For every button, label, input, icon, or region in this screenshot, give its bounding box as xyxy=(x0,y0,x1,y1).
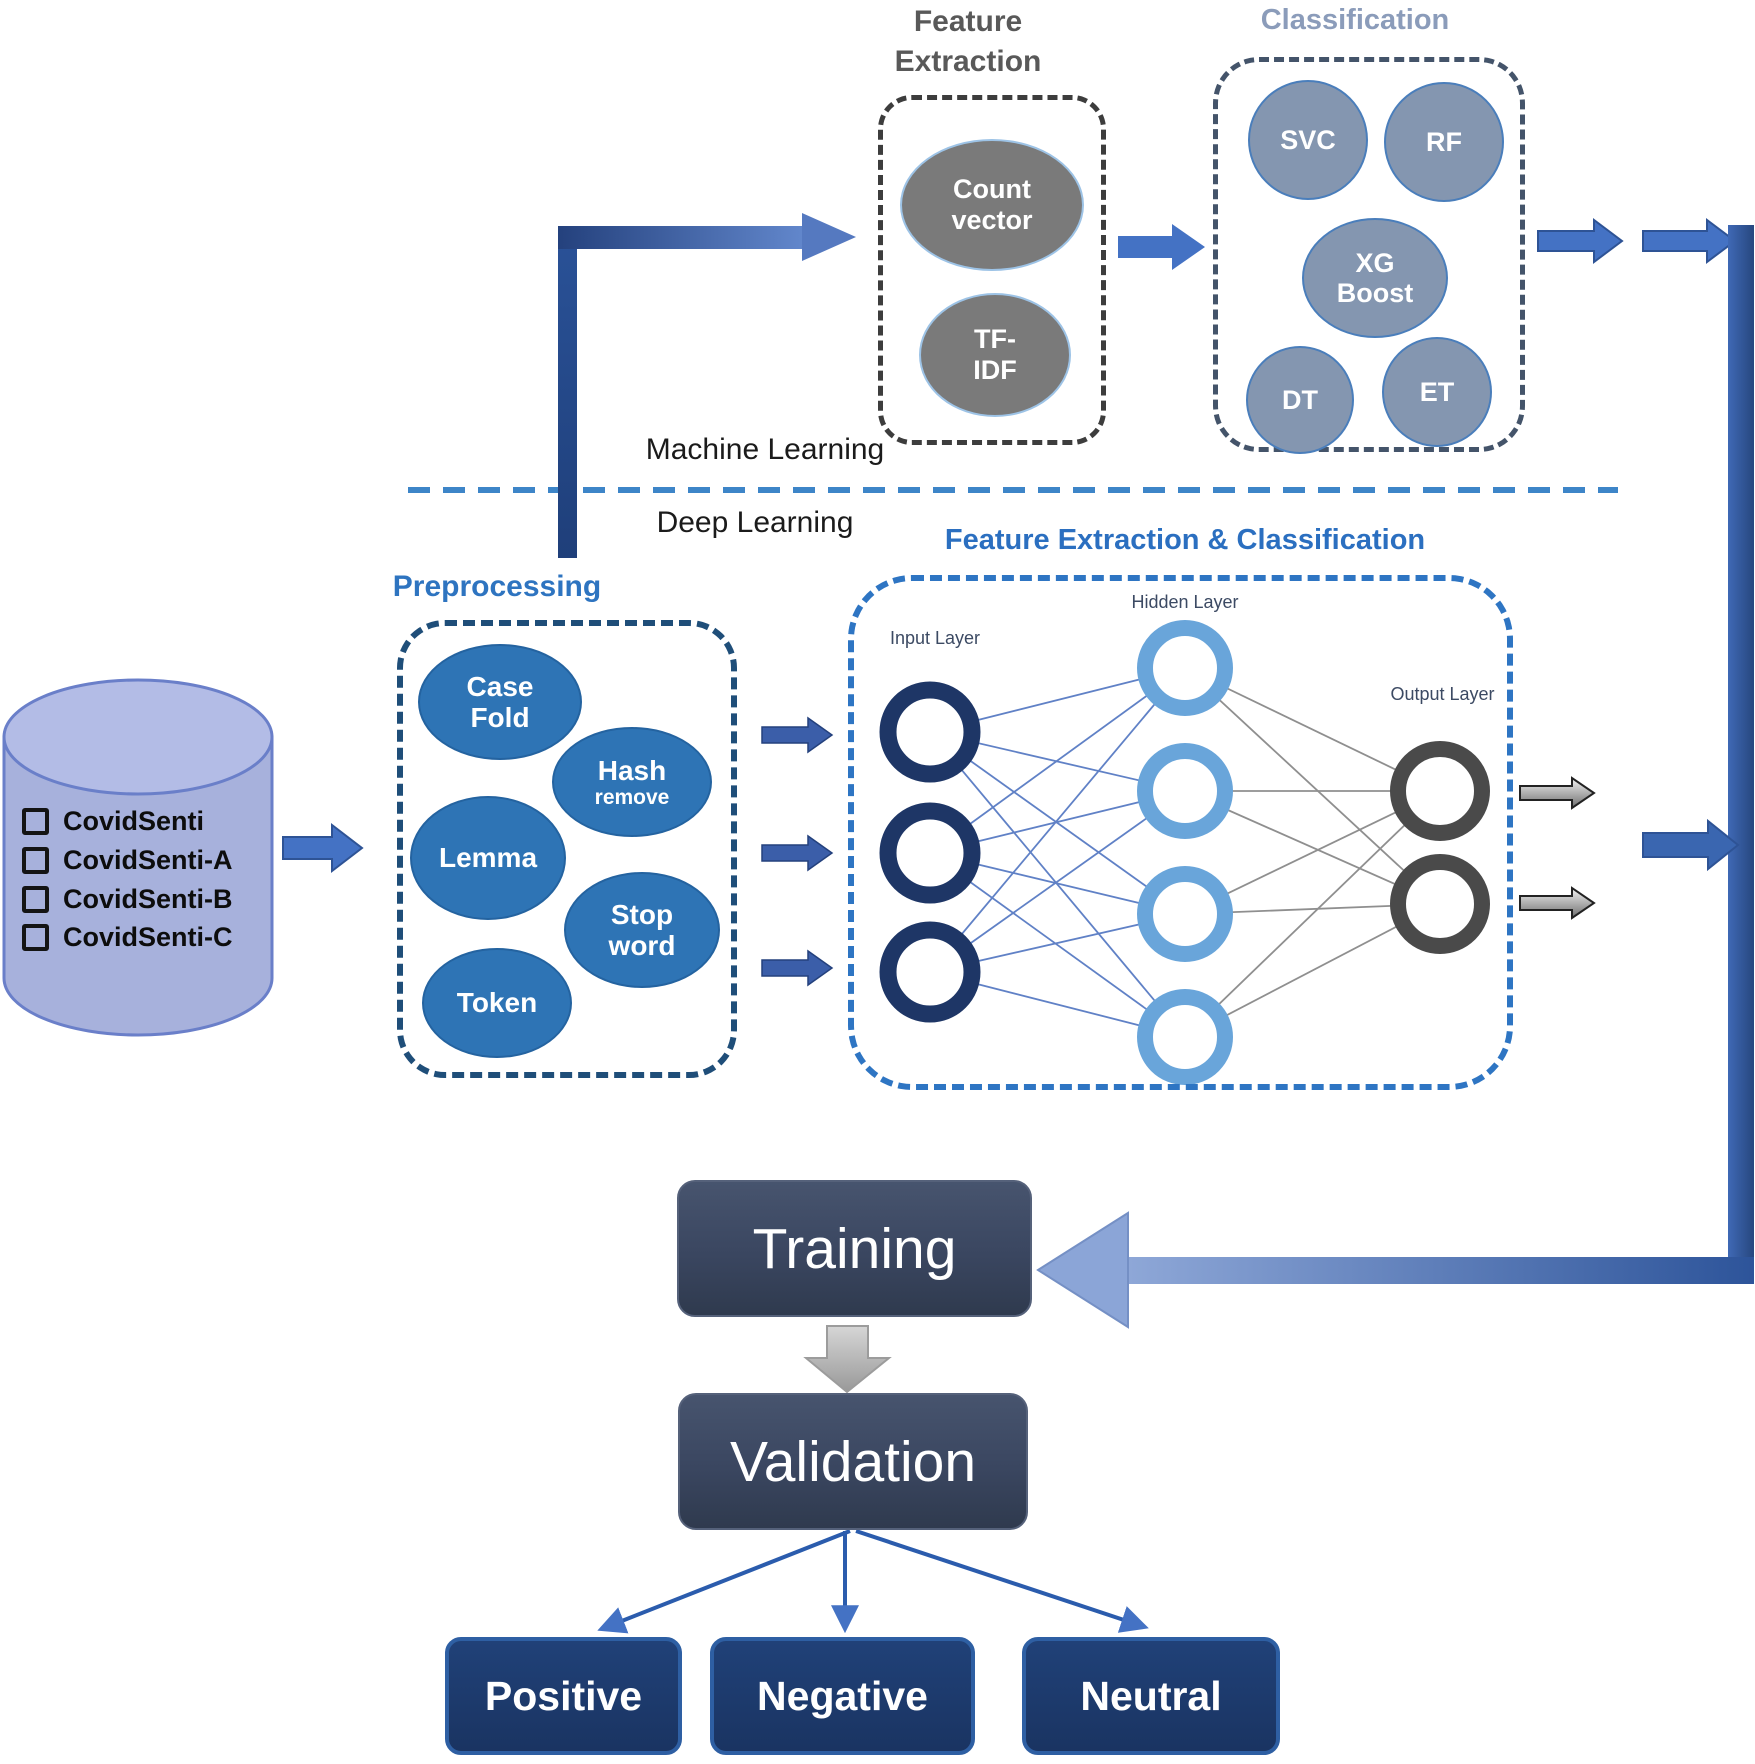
preprocessing-title: Preprocessing xyxy=(392,570,602,603)
negative-box: Negative xyxy=(710,1637,975,1755)
deep-learning-box xyxy=(848,575,1513,1090)
feature-extraction-classification-title: Feature Extraction & Classification xyxy=(944,524,1426,556)
token-node: Token xyxy=(422,948,572,1058)
checkbox-icon xyxy=(22,886,49,913)
feature-extraction-box xyxy=(878,95,1106,445)
case-fold-node: Case Fold xyxy=(418,644,582,760)
validation-fanout-arrows xyxy=(597,1529,1149,1634)
xg-boost-node: XG Boost xyxy=(1302,218,1448,338)
hash-remove-node: Hash remove xyxy=(552,727,712,837)
classification-out-arrow-2 xyxy=(1642,218,1737,264)
database-to-preprocessing-arrow xyxy=(282,822,364,874)
right-routing-bar xyxy=(1728,225,1754,1283)
classification-title: Classification xyxy=(1260,4,1450,36)
hidden-layer-nodes xyxy=(1137,620,1233,1085)
checkbox-icon xyxy=(22,808,49,835)
dataset-label: CovidSenti xyxy=(63,806,205,836)
neutral-box: Neutral xyxy=(1022,1637,1280,1755)
nn-to-bar-arrow xyxy=(1642,818,1740,872)
dataset-label: CovidSenti-B xyxy=(63,884,233,914)
positive-box: Positive xyxy=(445,1637,682,1755)
output-arrows xyxy=(1519,776,1596,920)
stop-word-node: Stop word xyxy=(564,872,720,988)
hidden-layer-label: Hidden Layer xyxy=(1131,592,1239,612)
deep-learning-label: Deep Learning xyxy=(656,506,854,539)
classification-box xyxy=(1213,57,1525,452)
svc-node: SVC xyxy=(1248,80,1368,200)
rf-node: RF xyxy=(1384,82,1504,202)
classification-out-arrow-1 xyxy=(1537,218,1624,264)
dataset-label: CovidSenti-A xyxy=(63,845,233,875)
checkbox-icon xyxy=(22,924,49,951)
feature-extraction-title: Feature Extraction xyxy=(894,5,1042,78)
checkbox-icon xyxy=(22,847,49,874)
validation-box: Validation xyxy=(678,1393,1028,1530)
output-layer-label: Output Layer xyxy=(1390,684,1495,704)
training-to-validation-arrow xyxy=(803,1325,892,1394)
preprocessing-box xyxy=(397,620,737,1078)
output-layer-nodes xyxy=(1390,741,1490,954)
machine-learning-label: Machine Learning xyxy=(645,433,885,466)
feature-extraction-to-classification-arrow xyxy=(1118,224,1205,270)
input-layer-label: Input Layer xyxy=(889,628,981,648)
count-vector-node: Count vector xyxy=(900,139,1084,271)
preprocessing-to-feature-extraction-arrow xyxy=(558,213,856,558)
et-node: ET xyxy=(1382,337,1492,447)
bar-to-training-arrow xyxy=(1036,1211,1754,1329)
input-layer-nodes xyxy=(879,681,981,1023)
tf-idf-node: TF- IDF xyxy=(919,293,1071,417)
hash-remove-label: Hash xyxy=(597,754,667,786)
hash-remove-sublabel: remove xyxy=(594,785,670,809)
dt-node: DT xyxy=(1246,346,1354,454)
dataset-label: CovidSenti-C xyxy=(63,922,233,952)
preprocessing-to-nn-arrows xyxy=(761,716,834,987)
training-box: Training xyxy=(677,1180,1032,1317)
lemma-node: Lemma xyxy=(410,796,566,920)
database-cylinder-icon xyxy=(2,678,274,1037)
